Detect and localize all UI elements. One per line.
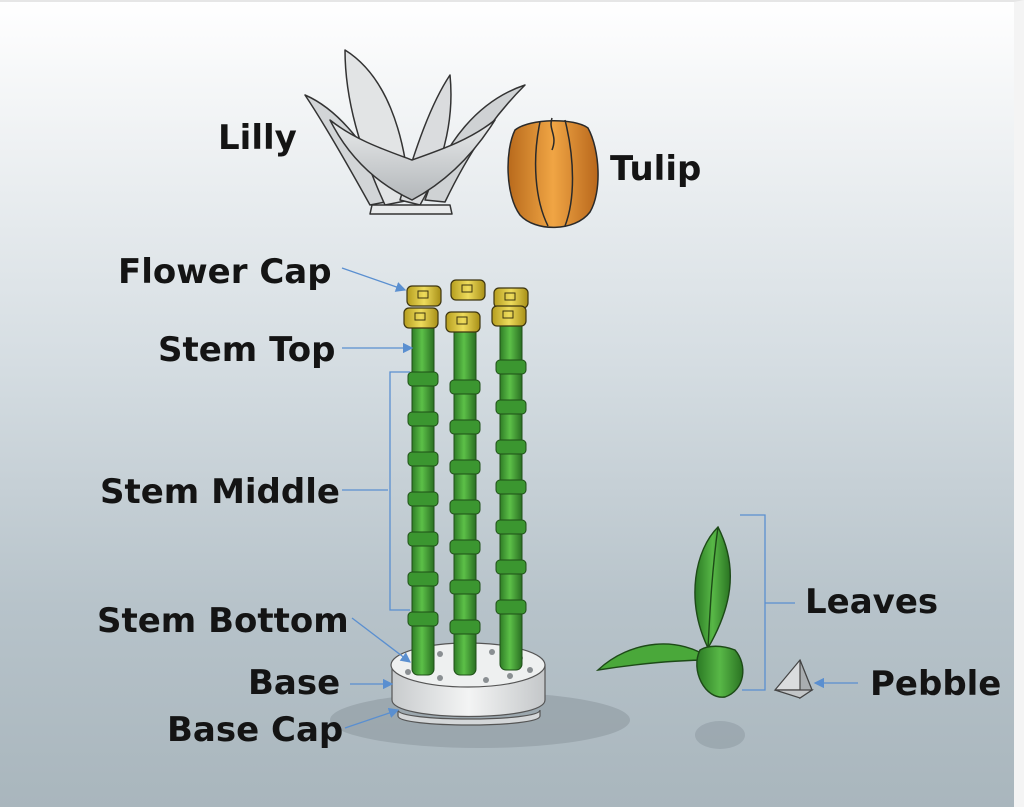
label-base: Base xyxy=(248,663,341,703)
label-base-cap: Base Cap xyxy=(167,710,344,750)
label-stem-middle: Stem Middle xyxy=(100,472,340,512)
label-tulip: Tulip xyxy=(610,149,702,189)
label-pebble: Pebble xyxy=(870,664,1002,704)
stem-left xyxy=(407,319,439,676)
stems xyxy=(407,304,527,676)
leader-lines xyxy=(341,267,858,729)
label-lilly: Lilly xyxy=(218,118,297,158)
stem-center xyxy=(449,319,481,676)
leaves-part xyxy=(595,525,744,698)
flower-caps xyxy=(403,279,529,333)
lilly-flower xyxy=(304,49,526,215)
stem-right xyxy=(495,304,527,671)
label-stem-top: Stem Top xyxy=(158,330,336,370)
label-stem-bottom: Stem Bottom xyxy=(97,601,349,641)
label-flower-cap: Flower Cap xyxy=(118,252,332,292)
label-leaves: Leaves xyxy=(805,582,939,622)
tulip-flower xyxy=(507,117,599,229)
pebble-part xyxy=(773,658,814,700)
